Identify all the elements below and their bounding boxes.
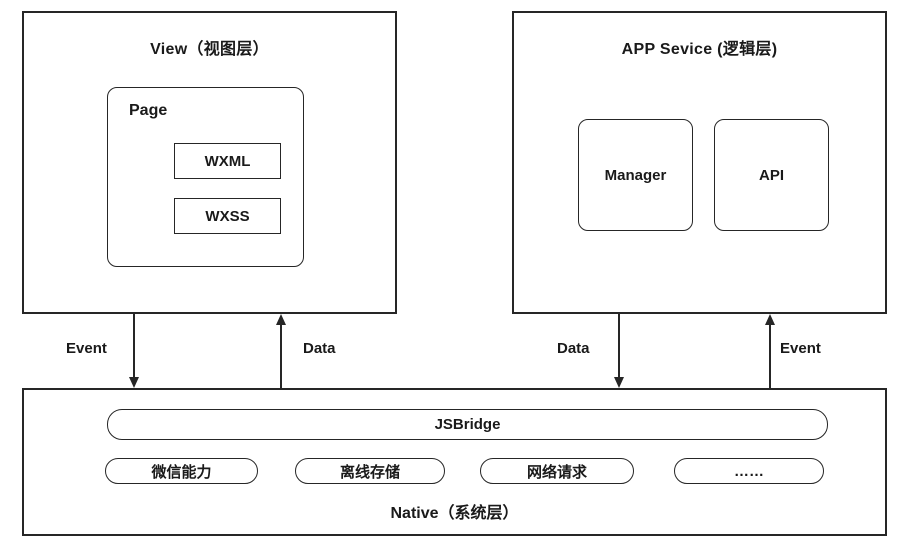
- arrowhead-down-icon: [614, 377, 624, 388]
- arrowhead-up-icon: [276, 314, 286, 325]
- arrowhead-up-icon: [765, 314, 775, 325]
- data-label-service: Data: [557, 340, 590, 357]
- arrow-line: [280, 325, 282, 388]
- app-service-layer-box: APP Sevice (逻辑层) Manager API: [512, 11, 887, 314]
- capability-pill-network: 网络请求: [480, 458, 634, 484]
- capability-label: ……: [734, 462, 764, 480]
- manager-box: Manager: [578, 119, 693, 231]
- api-label: API: [758, 166, 784, 184]
- arrow-down-icon-service-data: [613, 314, 625, 388]
- view-layer-box: View（视图层） Page WXML WXSS: [22, 11, 397, 314]
- view-layer-title: View（视图层）: [150, 41, 269, 58]
- capability-pill-more: ……: [674, 458, 824, 484]
- jsbridge-label: JSBridge: [434, 416, 501, 433]
- wxss-box: WXSS: [174, 198, 281, 234]
- capability-pill-wechat: 微信能力: [105, 458, 258, 484]
- page-box: Page WXML WXSS: [107, 87, 304, 267]
- event-label-service: Event: [780, 340, 821, 357]
- data-label-view: Data: [303, 340, 336, 357]
- manager-label: Manager: [604, 166, 667, 184]
- event-label-view: Event: [66, 340, 107, 357]
- arrow-up-icon-view-data: [275, 314, 287, 388]
- capability-label: 离线存储: [339, 463, 400, 481]
- api-box: API: [714, 119, 829, 231]
- native-layer-title: Native（系统层）: [390, 505, 519, 522]
- capability-label: 微信能力: [151, 463, 212, 481]
- wxml-label: WXML: [204, 152, 251, 170]
- arrow-up-icon-service-event: [764, 314, 776, 388]
- arrow-line: [769, 325, 771, 388]
- arrowhead-down-icon: [129, 377, 139, 388]
- app-service-layer-title: APP Sevice (逻辑层): [621, 41, 778, 58]
- wxss-label: WXSS: [205, 207, 250, 225]
- arrow-line: [133, 314, 135, 377]
- capability-label: 网络请求: [526, 463, 587, 481]
- jsbridge-box: JSBridge: [107, 409, 828, 440]
- wxml-box: WXML: [174, 143, 281, 179]
- arrow-down-icon-view-event: [128, 314, 140, 388]
- page-label: Page: [129, 102, 168, 119]
- arrow-line: [618, 314, 620, 377]
- native-layer-box: JSBridge 微信能力 离线存储 网络请求 …… Native（系统层）: [22, 388, 887, 536]
- capability-pill-storage: 离线存储: [295, 458, 445, 484]
